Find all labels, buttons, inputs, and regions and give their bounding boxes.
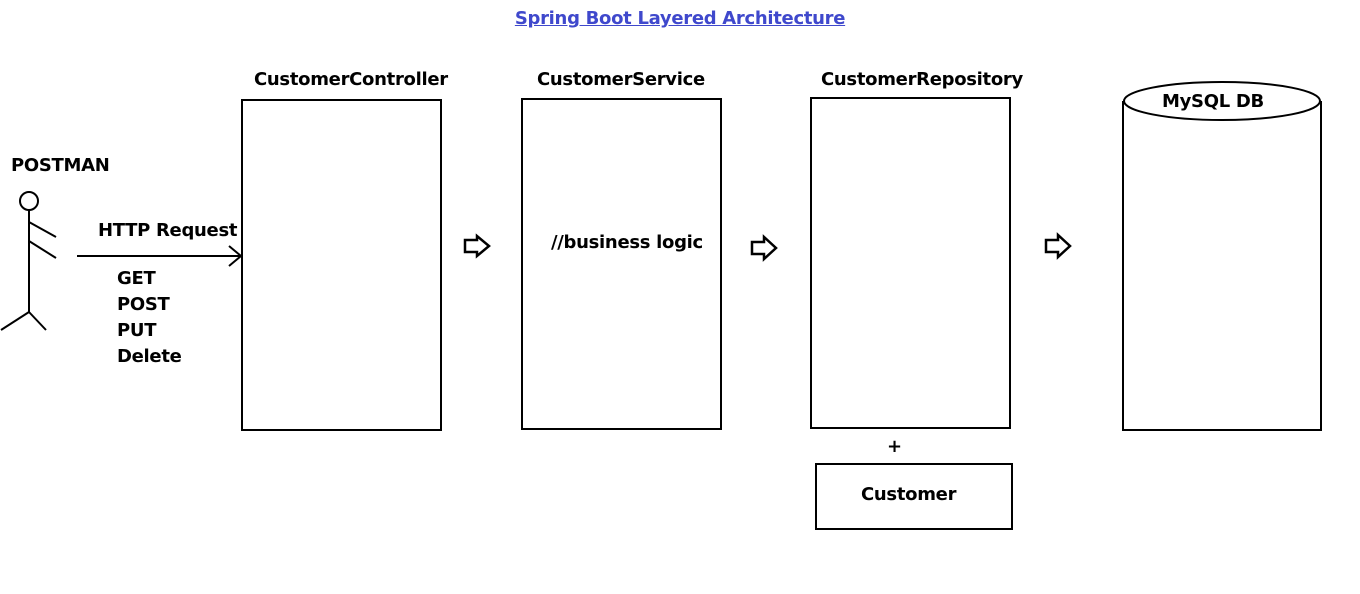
flow-arrow-icon (463, 233, 491, 259)
database-cylinder-icon (1122, 81, 1322, 431)
http-request-arrow (77, 245, 243, 267)
database-label: MySQL DB (1162, 91, 1264, 112)
entity-label: Customer (861, 484, 957, 505)
repository-label: CustomerRepository (821, 69, 1023, 90)
method-delete: Delete (117, 346, 182, 367)
method-post: POST (117, 294, 170, 315)
flow-arrow-icon (1044, 232, 1072, 260)
service-box (521, 98, 722, 430)
client-label: POSTMAN (11, 155, 110, 176)
diagram-title: Spring Boot Layered Architecture (514, 8, 846, 29)
http-request-label: HTTP Request (98, 220, 238, 241)
controller-box (241, 99, 442, 431)
repository-box (810, 97, 1011, 429)
entity-box (815, 463, 1013, 530)
method-get: GET (117, 268, 156, 289)
controller-label: CustomerController (254, 69, 448, 90)
flow-arrow-icon (750, 234, 778, 262)
service-content: //business logic (551, 232, 703, 253)
method-put: PUT (117, 320, 157, 341)
actor-icon (0, 191, 57, 331)
service-label: CustomerService (537, 69, 705, 90)
plus-sign: + (887, 436, 902, 457)
